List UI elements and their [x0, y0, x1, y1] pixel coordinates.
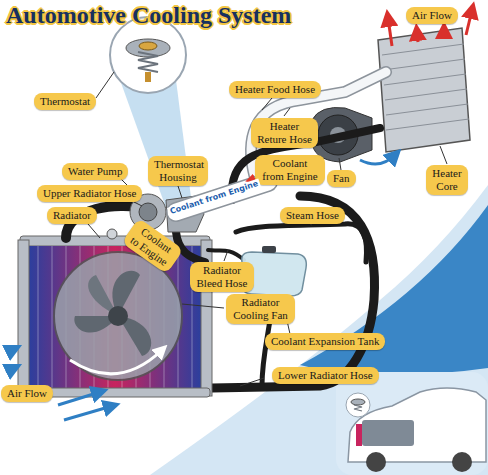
fin-line — [384, 74, 466, 85]
air-flow-arrow — [466, 10, 472, 35]
background-swoosh — [150, 185, 488, 475]
label-pill: Lower Radiator Hose — [272, 367, 379, 384]
label-pill: Steam Hose — [280, 207, 345, 224]
pill-text: Air Flow — [7, 387, 47, 400]
heater-core — [378, 28, 470, 152]
leader-line — [284, 108, 290, 116]
leader-lines — [88, 72, 447, 386]
label-pill: Thermostat — [34, 93, 96, 110]
fin-line — [52, 246, 53, 388]
pill-text: Heater Reture Hose — [257, 120, 312, 146]
pill-text: Water Pump — [68, 165, 122, 178]
car-inset-panel — [336, 372, 488, 475]
leader-line — [224, 250, 228, 261]
pill-text: Heater Food Hose — [235, 83, 315, 96]
leader-line — [339, 158, 341, 170]
zoom-circle — [110, 17, 186, 93]
fin-line — [38, 246, 39, 388]
leader-line — [310, 224, 312, 225]
fin-line — [383, 59, 465, 70]
car-engine — [362, 420, 414, 446]
air-flow-arrows — [388, 10, 472, 46]
label-pill: Coolant from Engine — [255, 155, 325, 185]
air-flow-arrow — [417, 32, 418, 42]
car-radiator — [356, 424, 362, 446]
car-wheel — [366, 452, 386, 472]
radiator-bleed-hose — [208, 250, 244, 260]
leader-line — [88, 224, 100, 238]
leader-line — [96, 72, 114, 98]
fin-line — [386, 104, 468, 115]
pill-text: Thermostat Housing — [154, 158, 202, 184]
fan-hub — [108, 306, 128, 326]
pill-text: Air Flow — [412, 9, 452, 22]
pill-text: Coolant from Engine — [261, 157, 319, 183]
label-pill: Radiator Cooling Fan — [226, 294, 295, 324]
inset-thermostat-spring — [354, 405, 362, 411]
fin-line — [385, 89, 467, 100]
inset-thermostat — [351, 399, 365, 405]
pill-text: Radiator Bleed Hose — [196, 264, 248, 290]
label-pill: Radiator — [47, 207, 97, 224]
leader-line — [440, 146, 447, 164]
radiator-cap — [107, 229, 117, 239]
diagram-title: Automotive Cooling System — [6, 2, 291, 29]
pill-text: Coolant Expansion Tank — [271, 335, 379, 348]
leader-line — [240, 378, 264, 386]
radiator-core — [28, 246, 202, 388]
air-flow-arrow — [58, 392, 100, 405]
pill-text: Fan — [333, 172, 350, 185]
pump-hose — [176, 232, 205, 262]
label-pill: Heater Food Hose — [229, 81, 321, 98]
air-flow-arrow — [6, 368, 14, 372]
label-pill: Radiator Bleed Hose — [190, 262, 254, 292]
air-flow-arrow — [388, 18, 392, 46]
pill-text: Heater Core — [432, 167, 462, 193]
leader-line — [262, 98, 272, 110]
radiator-side-tank — [18, 240, 29, 396]
air-flow-arrow — [8, 349, 14, 352]
inset-thermostat-circle — [346, 393, 370, 417]
thermostat-wax-cup — [145, 72, 151, 82]
label-pill: Fan — [327, 170, 356, 187]
air-flow-arrow — [443, 30, 446, 38]
fan-rotation-arrow — [70, 350, 162, 374]
label-pill: Heater Reture Hose — [251, 118, 318, 148]
blower-air-arrow — [360, 155, 395, 164]
leader-line — [178, 186, 182, 198]
leader-line — [134, 202, 142, 206]
pill-text: Steam Hose — [286, 209, 339, 222]
air-flow-arrow — [64, 406, 112, 420]
pill-text: Upper Radiator Hose — [43, 187, 136, 200]
fin-line — [382, 44, 464, 55]
label-pill: Thermostat Housing — [148, 156, 208, 186]
heater-core-fins — [382, 44, 469, 130]
fin-line — [386, 119, 469, 130]
expansion-tank-cap — [262, 246, 276, 253]
pill-text: Thermostat — [40, 95, 90, 108]
label-pill: Upper Radiator Hose — [37, 185, 142, 202]
thermostat-spring — [138, 52, 158, 72]
thermostat-valve — [139, 42, 157, 50]
pill-text: Radiator Cooling Fan — [232, 296, 289, 322]
label-pill: Water Pump — [62, 163, 128, 180]
car-wheel — [452, 452, 472, 472]
label-pill: Heater Core — [426, 165, 468, 195]
label-pill: Air Flow — [1, 385, 53, 402]
leader-line — [182, 304, 224, 308]
pill-text: Lower Radiator Hose — [278, 369, 373, 382]
label-pill: Air Flow — [406, 7, 458, 24]
pill-text: Radiator — [53, 209, 91, 222]
label-pill: Coolant Expansion Tank — [265, 333, 385, 350]
